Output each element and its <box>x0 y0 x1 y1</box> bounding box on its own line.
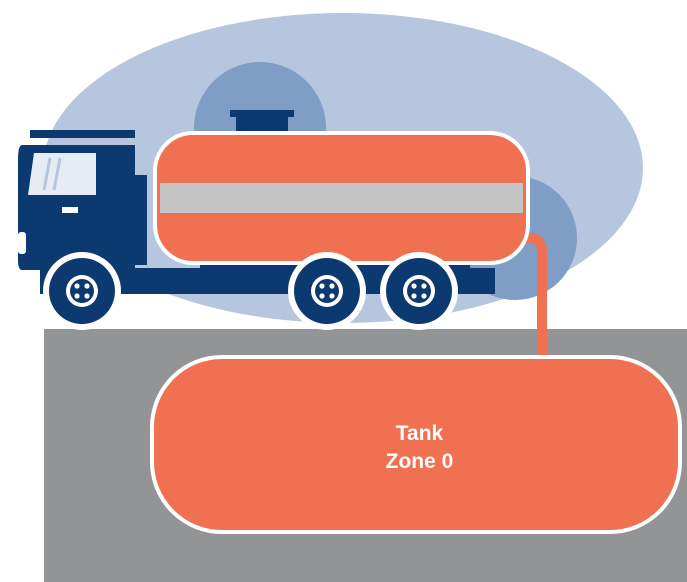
wheel-rear-2-icon <box>380 252 458 330</box>
truck-tank-icon <box>155 133 528 263</box>
tank-label-title: Tank <box>152 420 687 448</box>
tank-zone-label: Tank Zone 0 <box>152 420 687 476</box>
tank-label-zone: Zone 0 <box>152 448 687 476</box>
wheel-rear-1-icon <box>288 252 366 330</box>
wheel-front-icon <box>43 252 121 330</box>
